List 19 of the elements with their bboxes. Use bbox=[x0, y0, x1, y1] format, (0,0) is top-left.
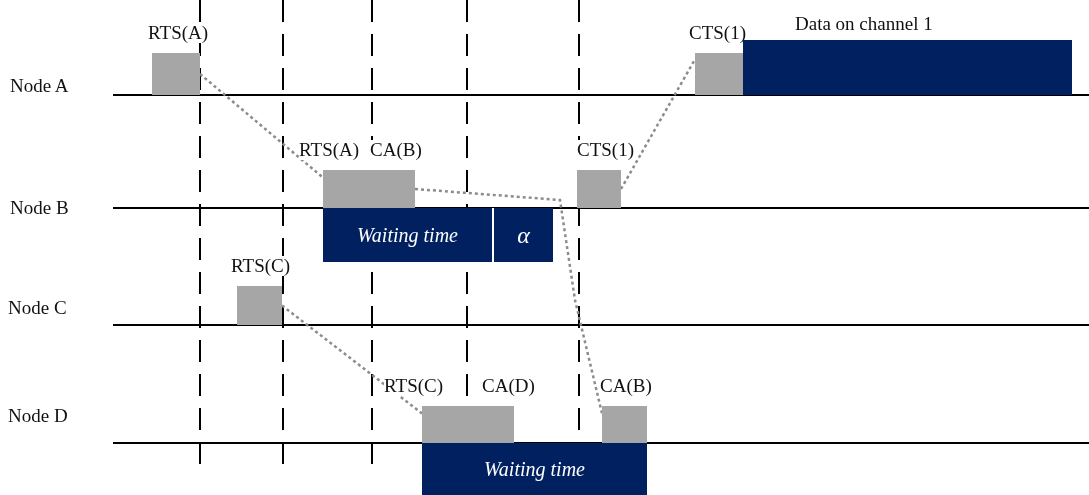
frame-label: RTS(A) bbox=[148, 23, 209, 43]
frame-label: RTS(C) bbox=[231, 256, 291, 276]
node-name-label: Node D bbox=[8, 405, 68, 427]
frame-label: CTS(1) bbox=[689, 23, 746, 43]
waiting-period-block: Waiting time bbox=[323, 208, 492, 262]
frame-label: CA(B) bbox=[600, 376, 652, 396]
frame-label: RTS(C) bbox=[384, 376, 444, 396]
waiting-period-block: Waiting time bbox=[422, 443, 647, 495]
node-name-label: Node C bbox=[8, 297, 67, 319]
node-name-label: Node B bbox=[10, 197, 69, 219]
signal-line bbox=[199, 73, 324, 179]
signal-line bbox=[414, 187, 604, 414]
waiting-period-block: α bbox=[492, 208, 553, 262]
signal-line bbox=[281, 304, 423, 415]
node-name-label: Node A bbox=[10, 75, 69, 97]
frame-label: RTS(A) bbox=[299, 140, 360, 160]
frame-label: CA(B) bbox=[370, 140, 422, 160]
frame-label: CTS(1) bbox=[577, 140, 634, 160]
frame-label: CA(D) bbox=[482, 376, 535, 396]
